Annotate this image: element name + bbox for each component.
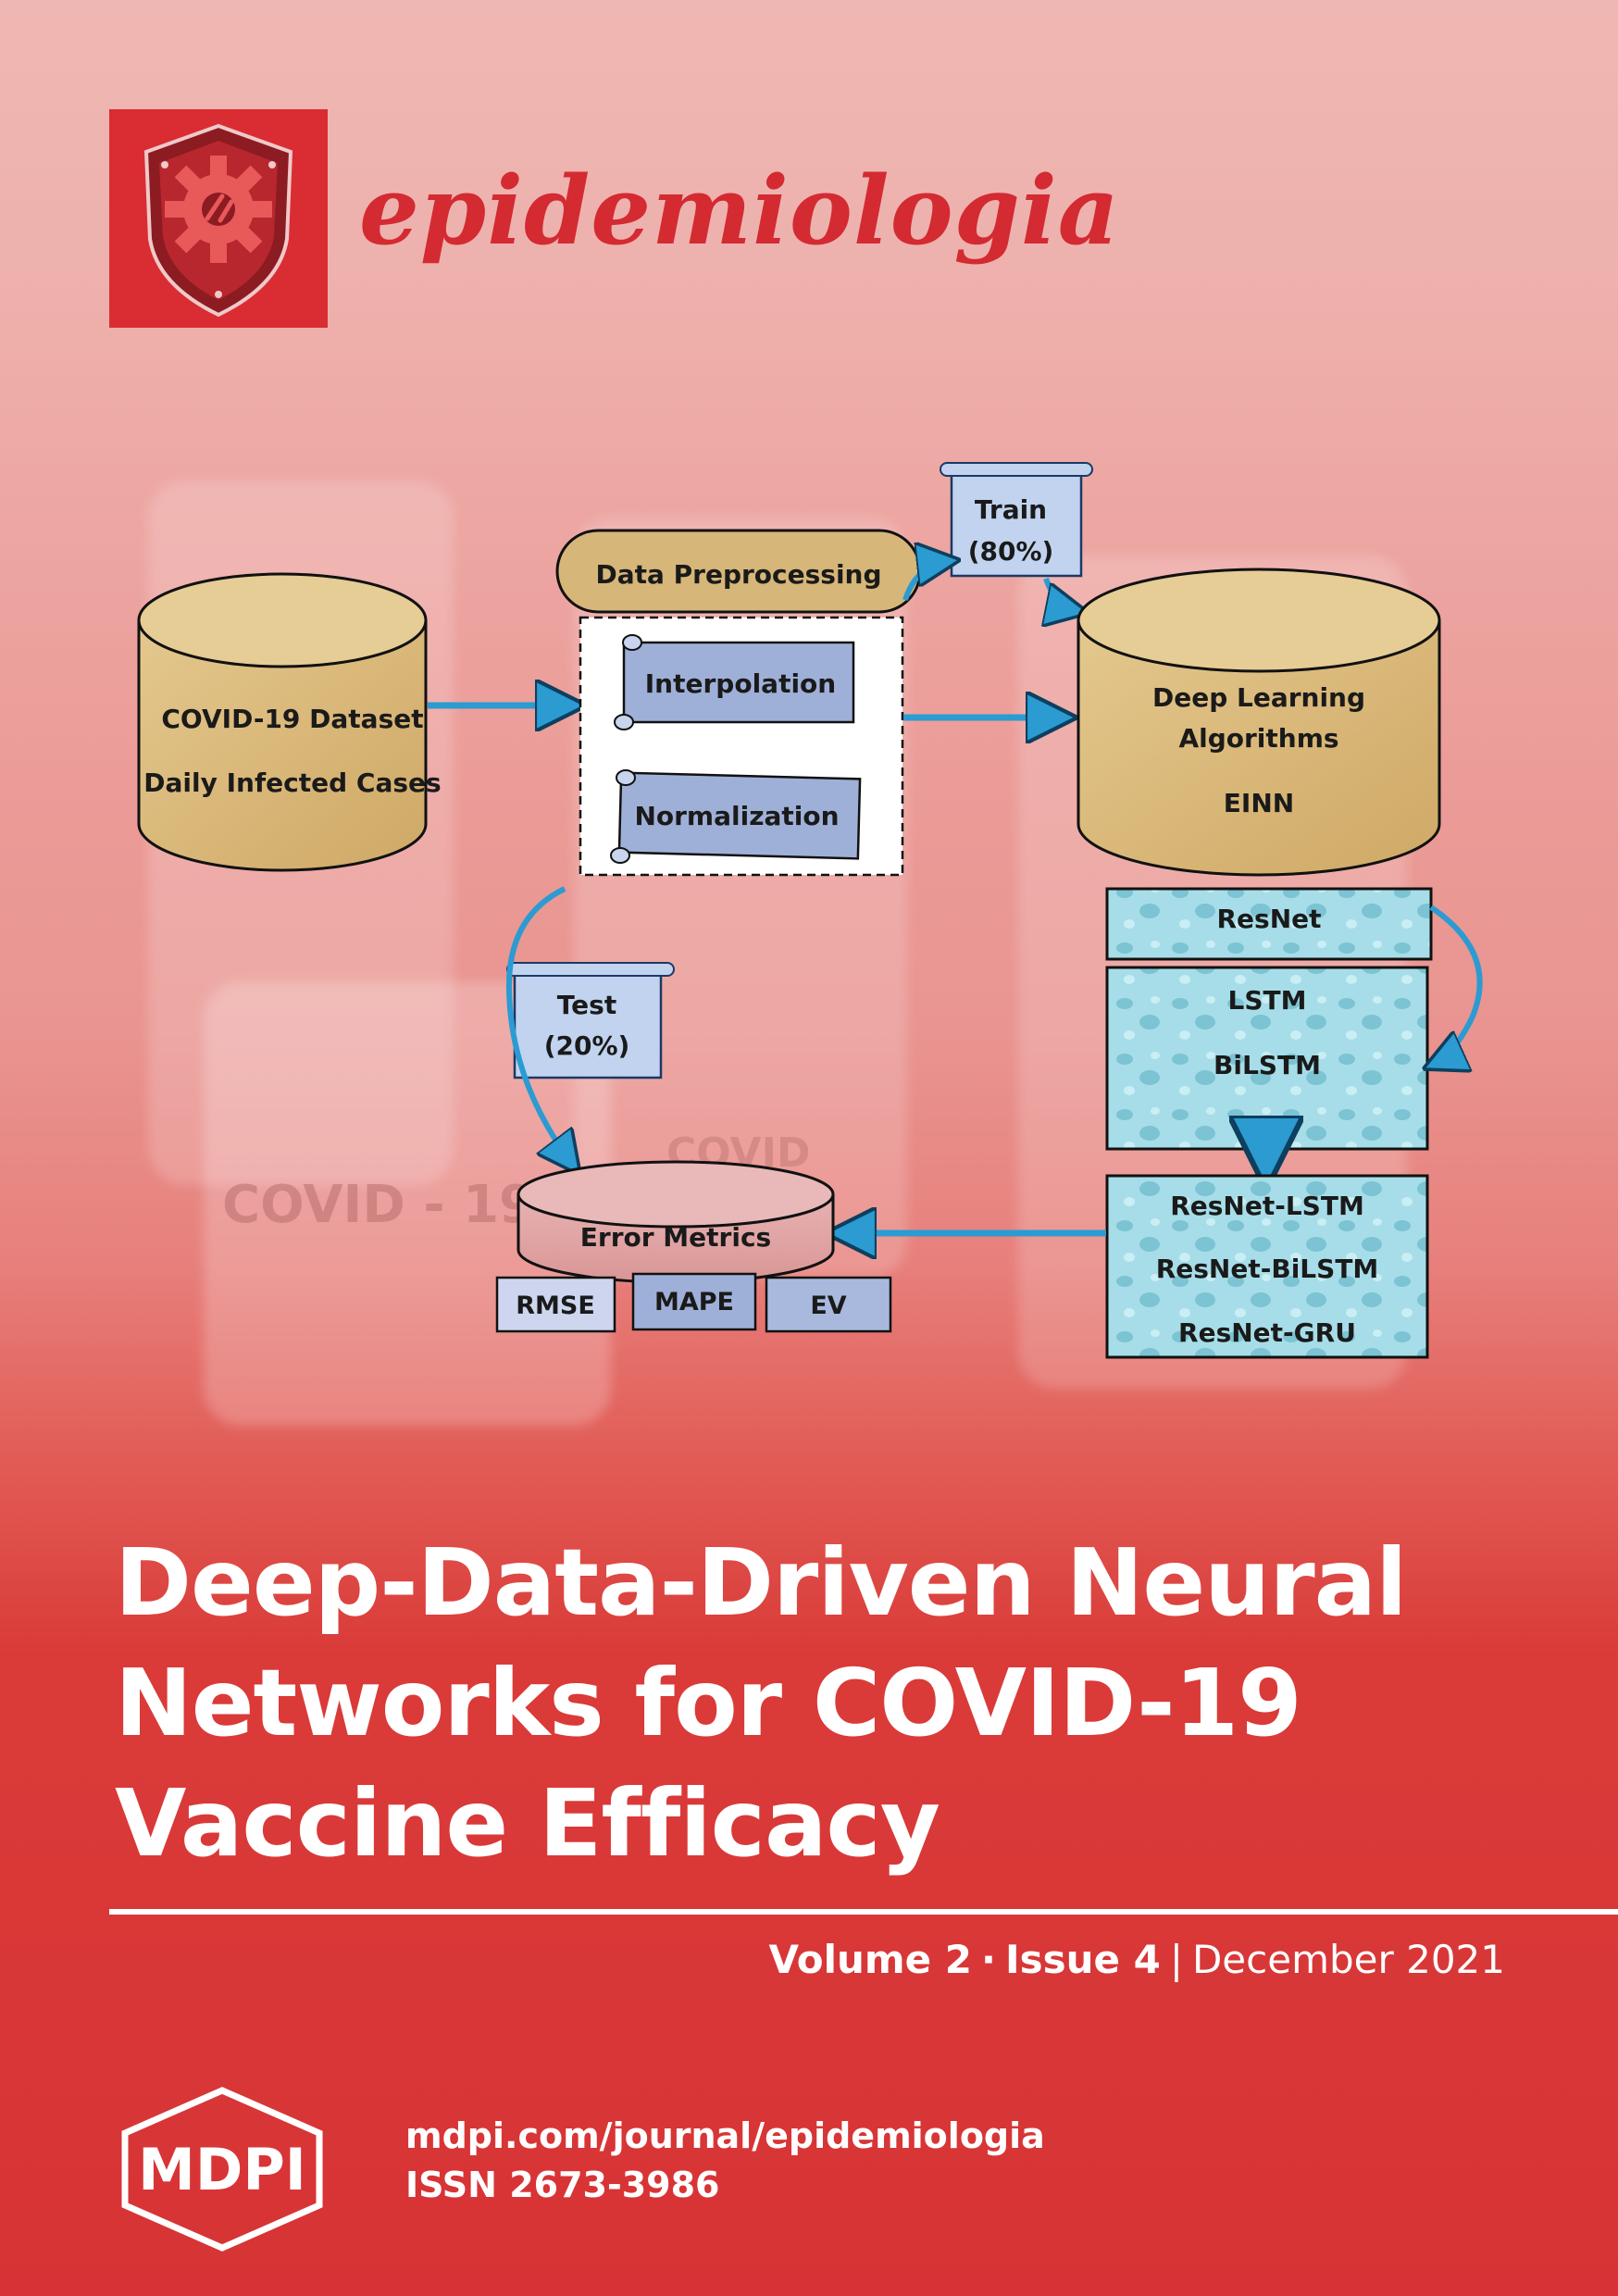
model-group-recurrent: LSTM BiLSTM GRU: [1105, 966, 1429, 1151]
arrow-preprocessing-to-test: [505, 886, 574, 1167]
publisher-name: MDPI: [138, 2136, 306, 2203]
journal-issn: ISSN 2673-3986: [405, 2165, 720, 2205]
preprocessing-header: Data Preprocessing: [555, 529, 922, 614]
model-label: LSTM: [1228, 985, 1307, 1016]
test-scroll: Test (20%): [506, 962, 675, 1079]
algorithms-label-line3: EINN: [1224, 788, 1294, 818]
issue-label: Issue 4: [1004, 1937, 1161, 1982]
issue-date: December 2021: [1191, 1937, 1505, 1982]
preprocessing-title: Data Preprocessing: [595, 559, 881, 590]
interpolation-label: Interpolation: [645, 668, 836, 699]
algorithms-cylinder: Deep Learning Algorithms EINN: [1077, 568, 1441, 877]
model-label: ResNet-LSTM: [1170, 1191, 1364, 1221]
dataset-label-line2: Daily Infected Cases: [143, 767, 441, 798]
model-label: GRU: [1236, 1113, 1298, 1143]
metric-box-ev: EV: [765, 1276, 892, 1333]
normalization-label: Normalization: [634, 801, 839, 831]
journal-name: epidemiologia: [359, 156, 1120, 267]
interpolation-step: Interpolation: [614, 634, 855, 730]
title-line: Deep-Data-Driven Neural: [115, 1529, 1407, 1637]
algorithms-label-line2: Algorithms: [1178, 723, 1338, 754]
arrow-preprocessing-to-train: [902, 561, 950, 601]
volume-label: Volume 2: [768, 1937, 972, 1982]
background-bottle-label: COVID - 19: [222, 1175, 535, 1235]
title-line: Networks for COVID-19: [115, 1649, 1302, 1757]
metric-box-mape: MAPE: [631, 1272, 757, 1331]
metric-box-rmse: RMSE: [495, 1276, 616, 1333]
dataset-cylinder: COVID-19 Dataset Daily Infected Cases: [137, 572, 442, 872]
test-label-line2: (20%): [544, 1030, 630, 1061]
arrow-train-to-algorithms: [1046, 577, 1078, 611]
error-metrics-title: Error Metrics: [580, 1222, 771, 1253]
model-label: ResNet-BiLSTM: [1156, 1254, 1379, 1284]
title-divider: [109, 1909, 1618, 1915]
workflow-diagram: COVID - 19 COVID COVID-19 Dataset Daily …: [137, 462, 1483, 1359]
issue-info: Volume 2·Issue 4|December 2021: [768, 1937, 1505, 1982]
model-label: ResNet-GRU: [1178, 1317, 1356, 1348]
mdpi-logo: MDPI: [121, 2087, 323, 2252]
test-label-line1: Test: [557, 990, 616, 1020]
train-label-line2: (80%): [968, 536, 1054, 567]
title-line: Vaccine Efficacy: [115, 1769, 940, 1878]
model-group-hybrid: ResNet-LSTM ResNet-BiLSTM ResNet-GRU: [1105, 1174, 1429, 1359]
dataset-label-line1: COVID-19 Dataset: [161, 704, 423, 734]
model-label: BiLSTM: [1214, 1050, 1321, 1080]
model-group-resnet: ResNet: [1105, 887, 1433, 961]
normalization-step: Normalization: [610, 769, 862, 864]
model-label: ResNet: [1216, 904, 1321, 934]
article-title: Deep-Data-Driven Neural Networks for COV…: [115, 1523, 1559, 1884]
error-metrics-cylinder: Error Metrics: [517, 1160, 835, 1284]
metric-label: RMSE: [516, 1292, 595, 1320]
train-label-line1: Train: [975, 494, 1047, 525]
metric-label: MAPE: [654, 1288, 734, 1316]
arrow-resnet-to-recurrent: [1431, 905, 1483, 1065]
journal-logo: [109, 109, 328, 328]
algorithms-label-line1: Deep Learning: [1152, 682, 1365, 713]
journal-url[interactable]: mdpi.com/journal/epidemiologia: [405, 2115, 1045, 2156]
metric-label: EV: [810, 1292, 846, 1320]
train-scroll: Train (80%): [940, 462, 1093, 578]
